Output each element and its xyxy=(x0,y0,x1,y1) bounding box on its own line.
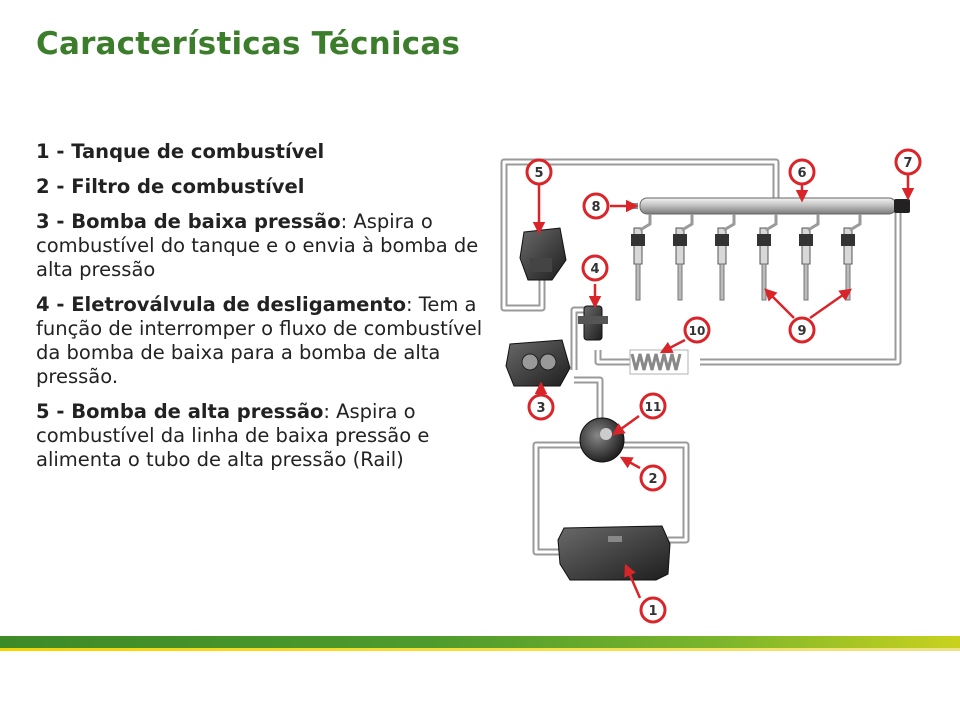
spec-item-4-desc: : Tem a função de interromper o fluxo de… xyxy=(36,293,483,388)
callout-arrows xyxy=(532,175,915,599)
fuel-system-diagram: 5 6 7 8 4 10 9 3 xyxy=(490,140,940,630)
fuel-lines xyxy=(500,158,902,556)
spec-list: 1 - Tanque de combustível 2 - Filtro de … xyxy=(36,140,491,483)
spec-item-3-desc: : Aspira o combustível do tanque e o env… xyxy=(36,210,479,281)
callout-2-label: 2 xyxy=(648,472,657,487)
spec-item-3: 3 - Bomba de baixa pressão: Aspira o com… xyxy=(36,210,491,282)
footer-green-bar xyxy=(0,636,960,648)
spec-item-5: 5 - Bomba de alta pressão: Aspira o comb… xyxy=(36,400,491,472)
callout-8: 8 xyxy=(582,192,610,220)
callout-10: 10 xyxy=(683,316,711,344)
callout-8-label: 8 xyxy=(591,200,600,215)
fuel-tank xyxy=(557,525,671,581)
spec-item-4: 4 - Eletroválvula de desligamento: Tem a… xyxy=(36,293,491,389)
page-title: Características Técnicas xyxy=(36,26,461,62)
callout-11-label: 11 xyxy=(645,400,662,414)
callout-5-label: 5 xyxy=(534,166,543,181)
callout-6-label: 6 xyxy=(797,166,806,181)
spec-item-5-desc: : Aspira o combustível da linha de baixa… xyxy=(36,400,430,471)
callout-9-label: 9 xyxy=(797,324,806,339)
callout-3: 3 xyxy=(527,393,555,421)
callout-9: 9 xyxy=(788,316,816,344)
footer-yellow-line xyxy=(0,648,960,651)
injectors xyxy=(631,214,862,301)
callout-5: 5 xyxy=(525,158,553,186)
callout-7: 7 xyxy=(894,148,922,176)
callout-11: 11 xyxy=(639,392,667,420)
high-pressure-pump xyxy=(519,227,567,281)
fuel-filter xyxy=(579,417,625,463)
callout-2: 2 xyxy=(639,464,667,492)
common-rail xyxy=(630,197,910,215)
callout-6: 6 xyxy=(788,158,816,186)
spec-item-3-term: 3 - Bomba de baixa pressão xyxy=(36,210,341,233)
spec-item-4-term: 4 - Eletroválvula de desligamento xyxy=(36,293,406,316)
spec-item-1: 1 - Tanque de combustível xyxy=(36,140,491,164)
low-pressure-pump xyxy=(505,339,571,387)
callout-3-label: 3 xyxy=(536,401,545,416)
spec-item-1-term: 1 - Tanque de combustível xyxy=(36,140,325,163)
spec-item-2: 2 - Filtro de combustível xyxy=(36,175,491,199)
callout-4-label: 4 xyxy=(590,262,599,277)
spec-item-2-term: 2 - Filtro de combustível xyxy=(36,175,305,198)
callout-4: 4 xyxy=(581,254,609,282)
spec-item-5-term: 5 - Bomba de alta pressão xyxy=(36,400,324,423)
callout-1: 1 xyxy=(639,596,667,624)
callout-7-label: 7 xyxy=(903,156,912,171)
return-spring xyxy=(629,349,689,375)
callout-10-label: 10 xyxy=(689,324,706,338)
callout-1-label: 1 xyxy=(648,604,657,619)
